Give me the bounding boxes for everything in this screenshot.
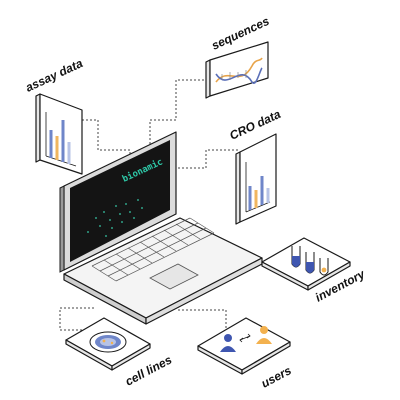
node-cro-data: CRO data (227, 107, 283, 225)
label-users: users (259, 363, 294, 391)
label-assay-data: assay data (23, 56, 85, 95)
connector-cro-data (176, 149, 238, 169)
petri-dish-icon (89, 331, 127, 353)
node-assay-data: assay data (23, 56, 85, 175)
connector-assay-data (82, 119, 131, 178)
node-users: users (197, 317, 294, 391)
laptop-screen (70, 140, 170, 262)
node-cell-lines: cell lines (65, 317, 174, 389)
touchpad (149, 263, 199, 290)
screen-scatter (87, 199, 143, 237)
connector-users (177, 292, 227, 340)
node-inventory: inventory (261, 237, 368, 305)
bar-chart-icon (45, 112, 77, 167)
connector-sequences (149, 79, 208, 150)
test-tubes-icon (291, 246, 329, 276)
keyboard (91, 217, 215, 282)
laptop-lid-side (59, 185, 65, 273)
node-sequences: sequences (205, 14, 272, 99)
connector-cell-lines (59, 307, 94, 331)
user-exchange-icon (220, 326, 272, 352)
bar-chart-icon (245, 162, 271, 213)
laptop-icon: bionamic (59, 131, 263, 325)
dna-helix-icon (215, 57, 263, 85)
